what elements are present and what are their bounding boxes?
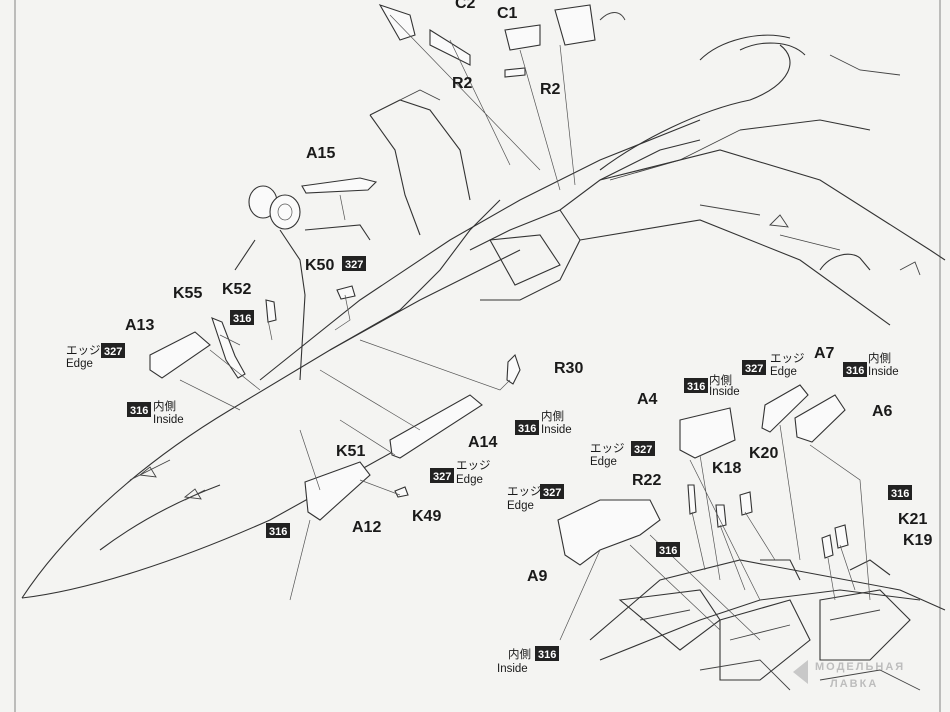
part-k51 [304, 461, 371, 521]
label-c1: C1 [497, 5, 518, 22]
inside-en-note: Inside [497, 663, 528, 675]
badge-327: 327 [634, 444, 652, 456]
nose-landing-gear [234, 185, 371, 381]
part-k50 [336, 285, 356, 300]
part-a7 [761, 384, 809, 433]
watermark: МОДЕЛЬНАЯ ЛАВКА [793, 660, 905, 690]
leader-lines [179, 14, 871, 641]
part-k55 [211, 317, 246, 379]
aircraft-fuselage [21, 12, 946, 599]
edge-en-note: Edge [456, 474, 483, 486]
edge-en-note: Edge [770, 366, 797, 378]
part-k21 [834, 524, 849, 549]
label-a9: A9 [527, 568, 548, 585]
inside-jp-note: 内側 [153, 399, 176, 413]
badge-327: 327 [345, 259, 363, 271]
part-a9 [557, 499, 661, 566]
edge-jp-note: エッジ [507, 486, 542, 498]
badge-316: 316 [518, 423, 536, 435]
label-a15: A15 [306, 145, 335, 162]
inside-jp-note: 内側 [508, 647, 531, 661]
label-k18: K18 [712, 460, 741, 477]
label-k50: K50 [305, 257, 334, 274]
badge-316: 316 [538, 649, 556, 661]
badge-327: 327 [104, 346, 122, 358]
part-k18 [715, 504, 727, 528]
edge-en-note: Edge [66, 358, 93, 370]
label-r2-b: R2 [540, 81, 561, 98]
edge-jp-note: エッジ [66, 345, 101, 357]
label-a7: A7 [814, 345, 835, 362]
badge-327: 327 [745, 363, 763, 375]
inside-jp-note: 内側 [709, 373, 732, 387]
label-a6: A6 [872, 403, 893, 420]
part-a15 [301, 177, 378, 194]
edge-en-note: Edge [507, 500, 534, 512]
part-a6 [794, 394, 846, 443]
inside-en-note: Inside [153, 414, 184, 426]
watermark-line1: МОДЕЛЬНАЯ [815, 661, 905, 673]
label-k51: K51 [336, 443, 365, 460]
label-c2: C2 [455, 0, 476, 12]
inside-en-note: Inside [709, 386, 740, 398]
label-k19: K19 [903, 532, 932, 549]
color-code-notes: 327 316 エッジ Edge 327 316 内側 Inside 316 内… [66, 256, 912, 675]
badge-316: 316 [891, 488, 909, 500]
label-k21: K21 [898, 511, 927, 528]
badge-316: 316 [130, 405, 148, 417]
badge-327: 327 [543, 487, 561, 499]
edge-jp-note: エッジ [770, 353, 805, 365]
badge-316: 316 [846, 365, 864, 377]
label-k49: K49 [412, 508, 441, 525]
lower-fuselage-wheel-well [589, 559, 946, 691]
label-r30: R30 [554, 360, 583, 377]
inside-jp-note: 内側 [541, 409, 564, 423]
part-r30 [506, 353, 521, 385]
part-a13 [149, 331, 211, 379]
badge-316: 316 [269, 526, 287, 538]
label-a13: A13 [125, 317, 154, 334]
part-k49 [394, 486, 409, 498]
badge-316: 316 [659, 545, 677, 557]
edge-jp-note: エッジ [590, 443, 625, 455]
part-r22 [687, 484, 697, 515]
edge-en-note: Edge [590, 456, 617, 468]
ejection-seat-parts [378, 4, 596, 78]
label-a14: A14 [468, 434, 497, 451]
part-labels: C2 C1 R2 R2 A15 K50 K55 K52 A13 R30 A4 A… [125, 0, 932, 585]
label-r2-a: R2 [452, 75, 473, 92]
watermark-line2: ЛАВКА [830, 678, 878, 690]
label-r22: R22 [632, 472, 661, 489]
part-k52 [265, 299, 277, 323]
badge-316: 316 [687, 381, 705, 393]
badge-327: 327 [433, 471, 451, 483]
label-k20: K20 [749, 445, 778, 462]
label-a12: A12 [352, 519, 381, 536]
inside-en-note: Inside [868, 366, 899, 378]
part-k19 [821, 534, 834, 559]
inside-en-note: Inside [541, 424, 572, 436]
label-a4: A4 [637, 391, 658, 408]
edge-jp-note: エッジ [456, 460, 491, 472]
inside-jp-note: 内側 [868, 351, 891, 365]
part-a4 [679, 407, 736, 459]
badge-316: 316 [233, 313, 251, 325]
label-k55: K55 [173, 285, 202, 302]
label-k52: K52 [222, 281, 251, 298]
part-k20 [739, 491, 753, 516]
